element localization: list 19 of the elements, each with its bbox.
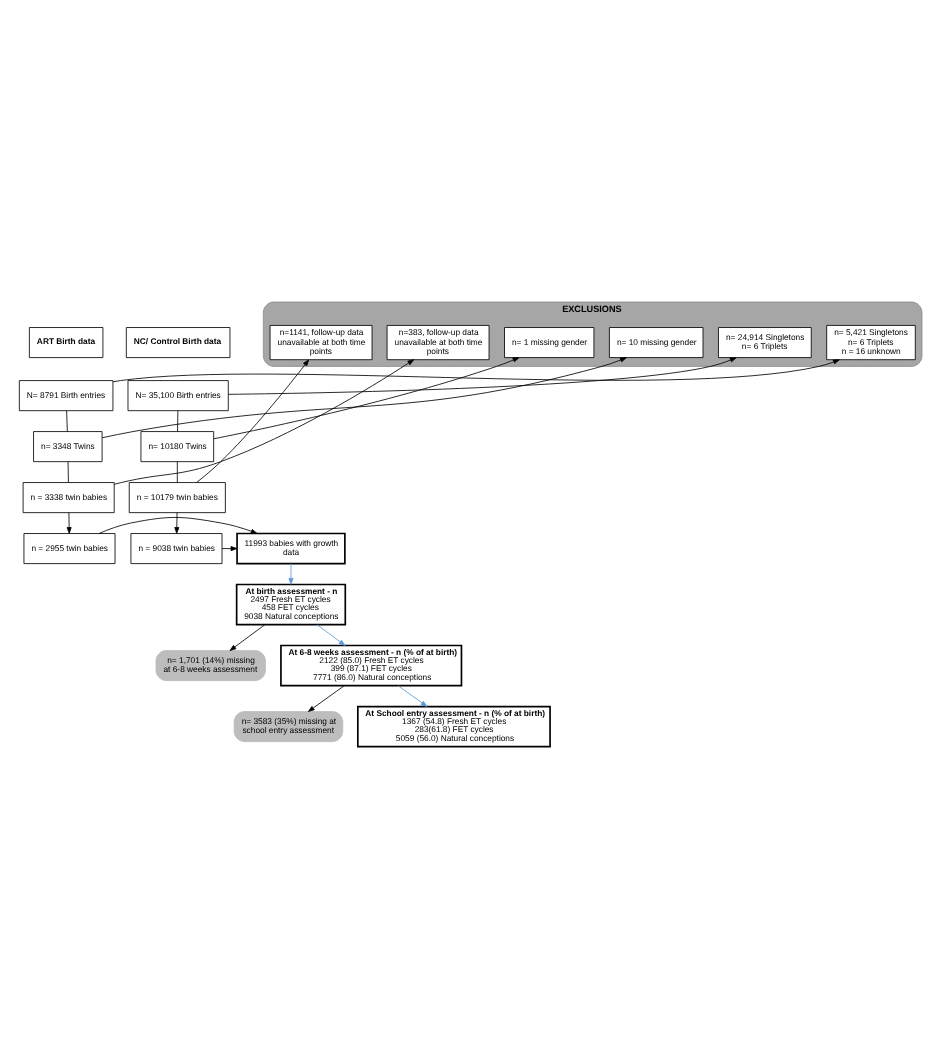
arrow [288, 563, 294, 585]
connector [177, 410, 179, 432]
arrow [174, 512, 180, 534]
connector [66, 410, 68, 432]
arrow [112, 359, 840, 383]
arrow [221, 546, 238, 552]
arrow [98, 517, 258, 534]
connector [176, 461, 178, 483]
arrow [307, 685, 345, 712]
arrow [316, 624, 346, 646]
arrow [213, 357, 520, 440]
arrow [66, 512, 72, 534]
arrow [227, 357, 737, 395]
arrow [101, 357, 627, 439]
arrow [113, 359, 415, 485]
arrow [229, 624, 266, 651]
arrow [196, 359, 310, 483]
arrow [397, 685, 428, 707]
connector [67, 461, 69, 483]
